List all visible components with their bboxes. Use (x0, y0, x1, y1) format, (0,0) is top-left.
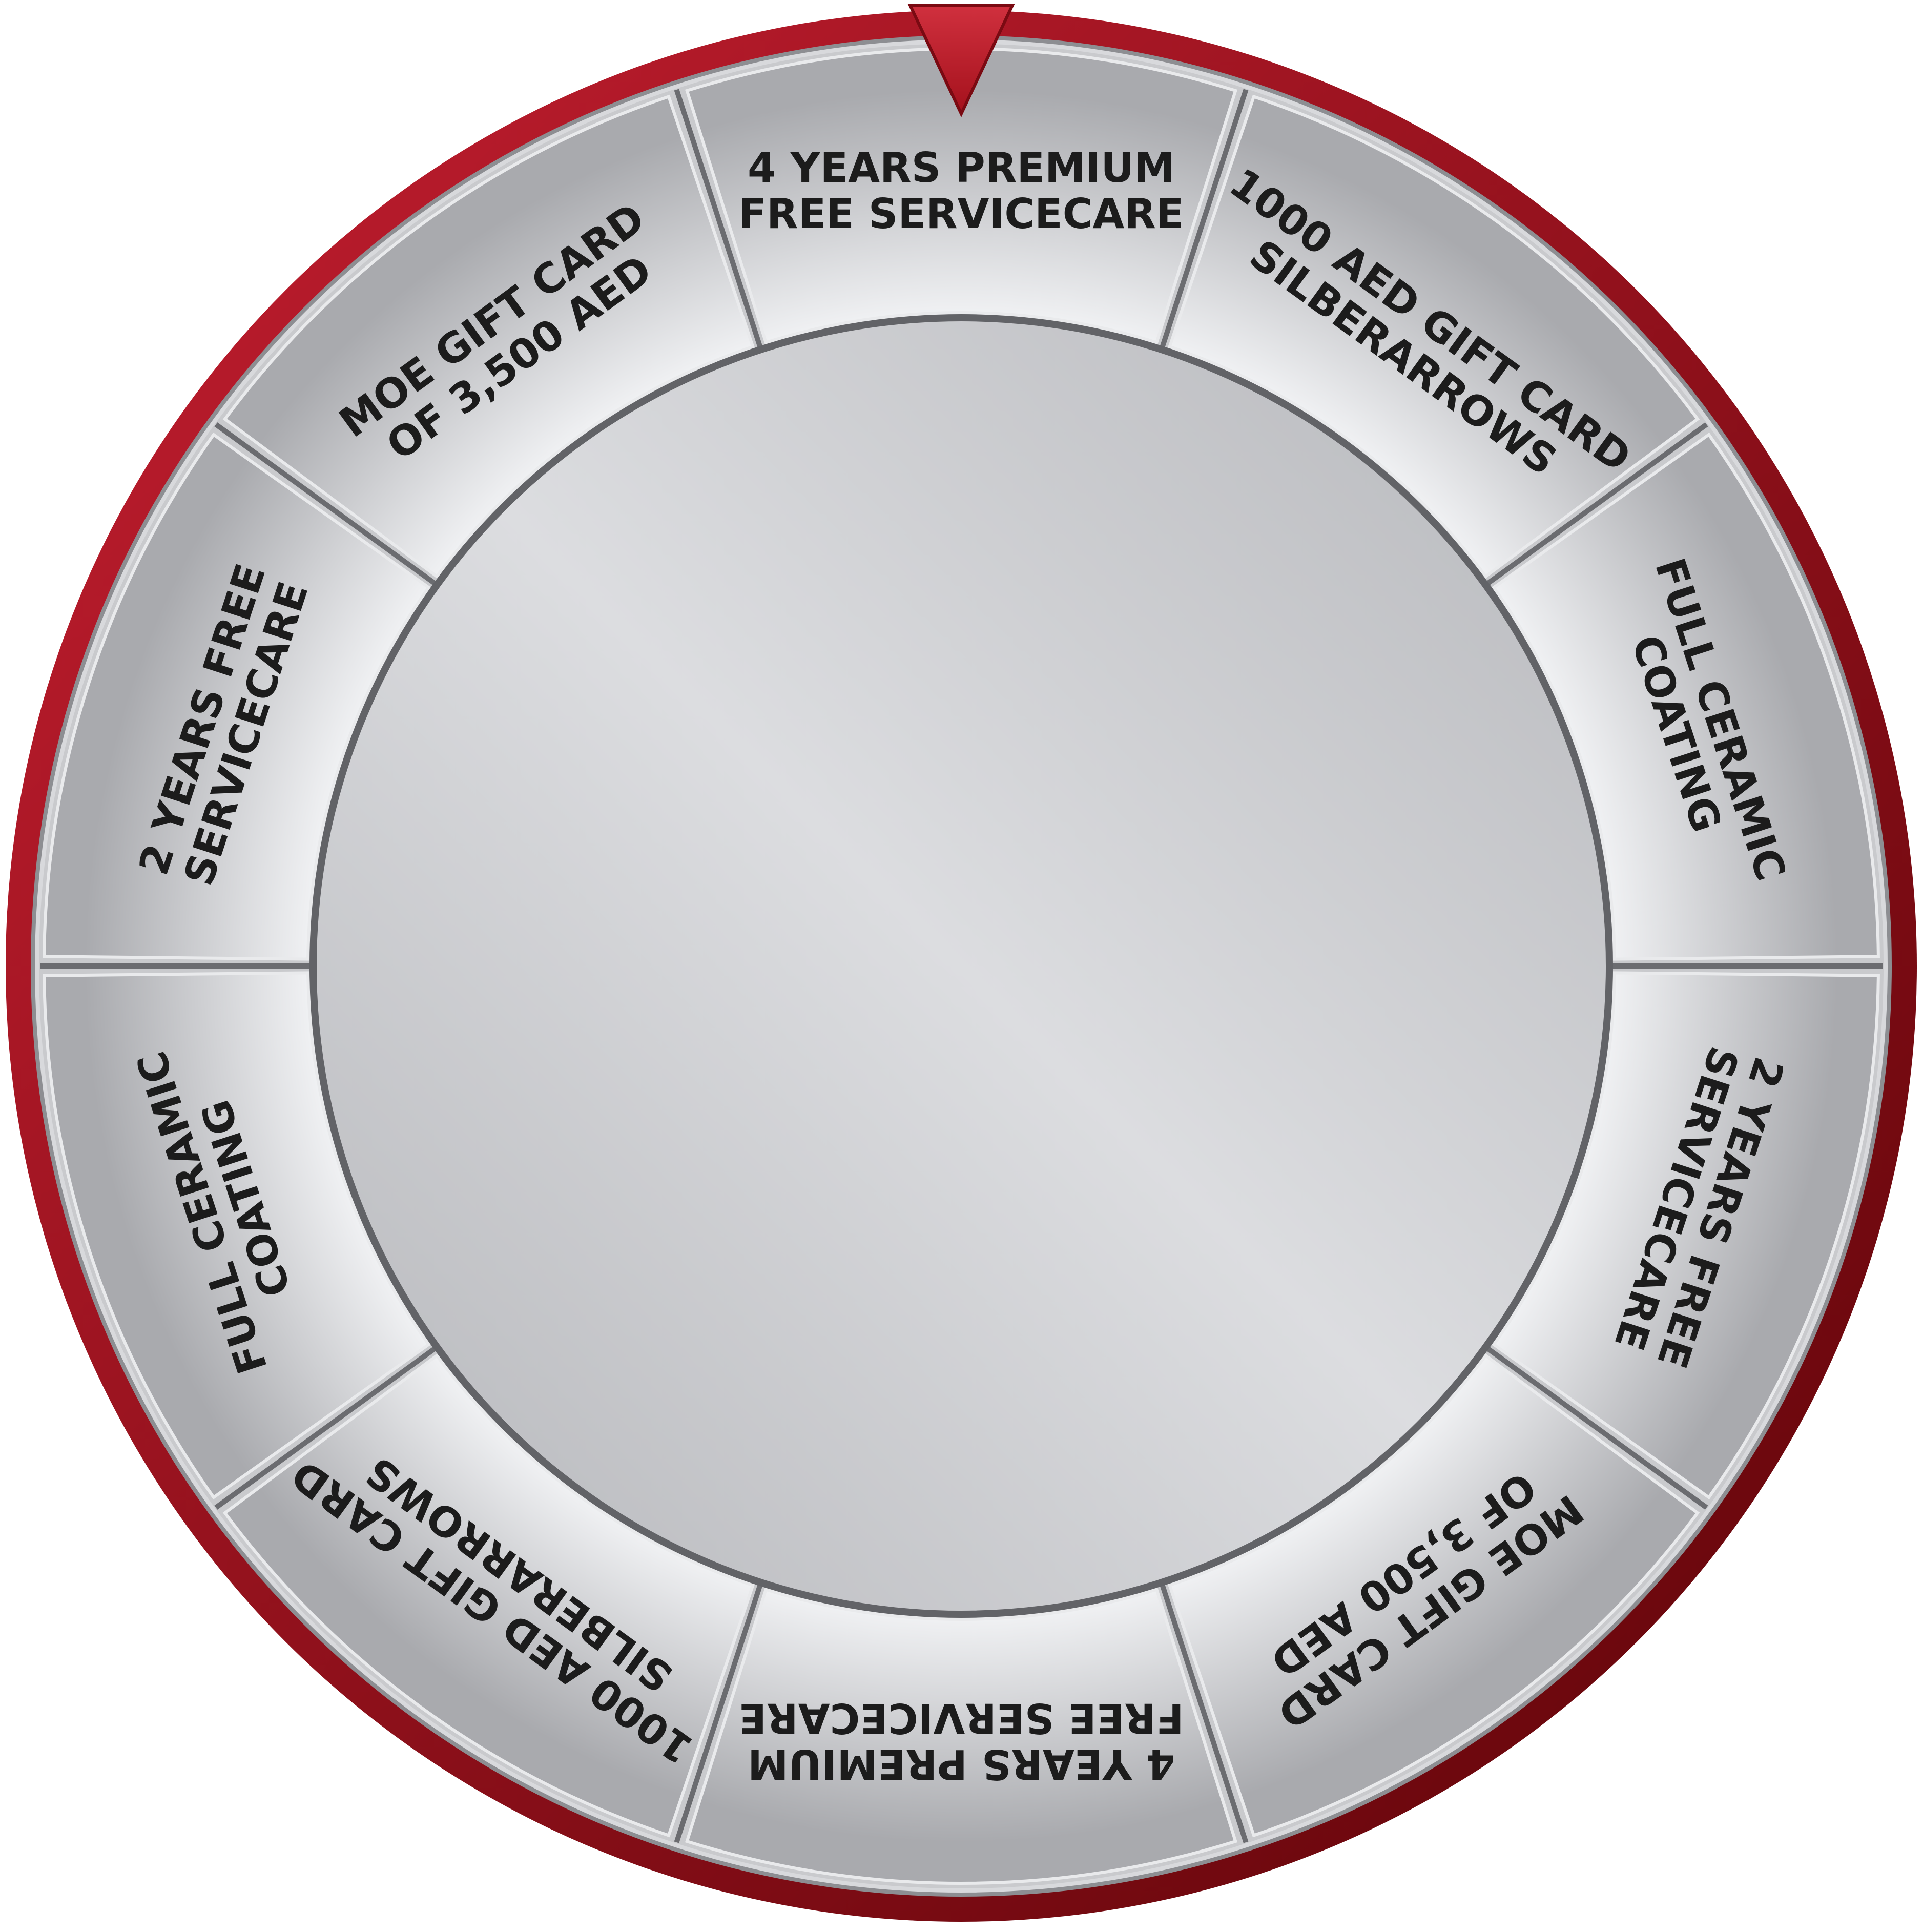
dividers-layer (40, 89, 1883, 1843)
wheel-hub (309, 314, 1613, 1618)
wheel-segment (222, 1353, 755, 1838)
segment-label-line: FREE SERVICECARE (738, 190, 1184, 238)
wheel-segment (685, 47, 1238, 345)
segment-label-line: FREE SERVICECARE (738, 1694, 1184, 1742)
wheel-segment (1492, 971, 1880, 1500)
segment-divider (1484, 422, 1708, 587)
segments-layer (43, 47, 1880, 1885)
segment-divider (1484, 1345, 1708, 1510)
wheel-segment (685, 1587, 1238, 1885)
segment-divider (214, 1345, 439, 1510)
wheel-segment (43, 971, 431, 1500)
segment-divider (674, 89, 763, 351)
segment-divider (214, 422, 439, 587)
wheel-segment (43, 432, 431, 961)
segment-label-line: 4 YEARS PREMIUM (748, 144, 1175, 192)
segment-divider (674, 1581, 763, 1843)
wheel-segment (1167, 1353, 1700, 1838)
segment-divider (1159, 1581, 1249, 1843)
triangle-pointer-down-icon (907, 4, 1015, 118)
wheel-segment (1167, 94, 1700, 579)
wheel-segment (1492, 432, 1880, 961)
segment-label-line: 4 YEARS PREMIUM (748, 1740, 1175, 1788)
segment-divider (1159, 89, 1249, 351)
wheel-segment (222, 94, 755, 579)
